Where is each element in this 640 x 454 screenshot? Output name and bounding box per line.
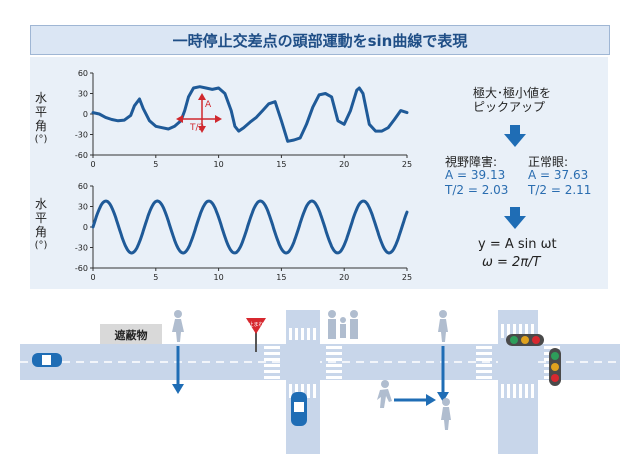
stop-sign: 止まれ (246, 318, 266, 352)
traffic-signal-horizontal (506, 334, 544, 346)
arrow-right (394, 394, 436, 406)
intersection-scene: 遮蔽物 止まれ (20, 310, 620, 454)
y-tick-label: -30 (75, 131, 88, 140)
x-tick-label: 0 (90, 273, 95, 282)
pedestrian-group (328, 310, 358, 339)
obstacle-label: 遮蔽物 (115, 328, 148, 342)
y-tick-label: -60 (75, 151, 88, 160)
y-tick-label: 30 (78, 90, 88, 99)
crosswalk-left-d (289, 328, 316, 340)
group1-title: 視野障害: (445, 155, 498, 169)
x-tick-label: 20 (339, 273, 349, 282)
obstacle-box (100, 324, 162, 344)
car-bottom (291, 392, 307, 426)
amplitude-arrow-down (198, 126, 206, 133)
amplitude-label: A (205, 100, 212, 110)
x-tick-label: 5 (153, 273, 158, 282)
crosswalk-left-b (326, 346, 342, 379)
step-text-2: ピックアップ (473, 100, 546, 114)
flow-arrow-1 (504, 125, 526, 147)
arrow-down-left (172, 346, 184, 394)
car-left (32, 353, 62, 367)
crosswalk-right-d (501, 324, 534, 338)
y-axis-label-top: 水 平 角 (°) (34, 91, 48, 145)
x-tick-label: 5 (153, 160, 158, 169)
annotation-group: A T/2 (176, 93, 222, 133)
group2-amplitude: A = 37.63 (528, 168, 589, 182)
y-tick-label: -30 (75, 244, 88, 253)
pedestrian-walking (377, 380, 392, 408)
group1-amplitude: A = 39.13 (445, 168, 506, 182)
crosswalk-left-a (264, 346, 280, 379)
period-arrow-right (215, 115, 222, 123)
y-axis-label-bottom: 水 平 角 (°) (34, 197, 48, 251)
crosswalk-left-c (289, 384, 316, 398)
stop-sign-label: 止まれ (248, 321, 263, 328)
x-tick-label: 15 (276, 160, 286, 169)
x-tick-label: 0 (90, 160, 95, 169)
traffic-signal-vertical (549, 348, 561, 386)
series-line (91, 199, 409, 255)
crosswalk-right-c (501, 384, 534, 398)
step-text-1: 極大･極小値を (473, 86, 552, 100)
amplitude-arrow-up (198, 93, 206, 100)
pedestrian-left (172, 310, 184, 342)
period-label: T/2 (189, 123, 204, 133)
group1-half-period: T/2 = 2.03 (445, 183, 509, 197)
y-tick-label: 0 (83, 110, 88, 119)
formula-sine: y = A sin ωt (478, 237, 557, 252)
pedestrian-right (438, 310, 448, 342)
group2-half-period: T/2 = 2.11 (528, 183, 592, 197)
x-tick-label: 10 (214, 160, 224, 169)
series-line (91, 85, 409, 143)
diagram-title: 一時停止交差点の頭部運動をsin曲線で表現 (30, 25, 610, 55)
x-tick-label: 10 (214, 273, 224, 282)
y-tick-label: 60 (78, 182, 88, 191)
group2-title: 正常眼: (528, 155, 569, 169)
x-tick-label: 20 (339, 160, 349, 169)
x-tick-label: 25 (402, 160, 412, 169)
y-tick-label: 30 (78, 203, 88, 212)
flow-arrow-2 (504, 207, 526, 229)
x-tick-label: 25 (402, 273, 412, 282)
crosswalk-right-a (476, 346, 492, 379)
y-tick-label: 0 (83, 223, 88, 232)
period-arrow-left (176, 115, 183, 123)
formula-omega: ω = 2π/T (482, 255, 541, 270)
y-tick-label: 60 (78, 69, 88, 78)
x-tick-label: 15 (276, 273, 286, 282)
pedestrian-destination (441, 398, 451, 430)
arrow-down-right (437, 346, 449, 402)
y-tick-label: -60 (75, 264, 88, 273)
